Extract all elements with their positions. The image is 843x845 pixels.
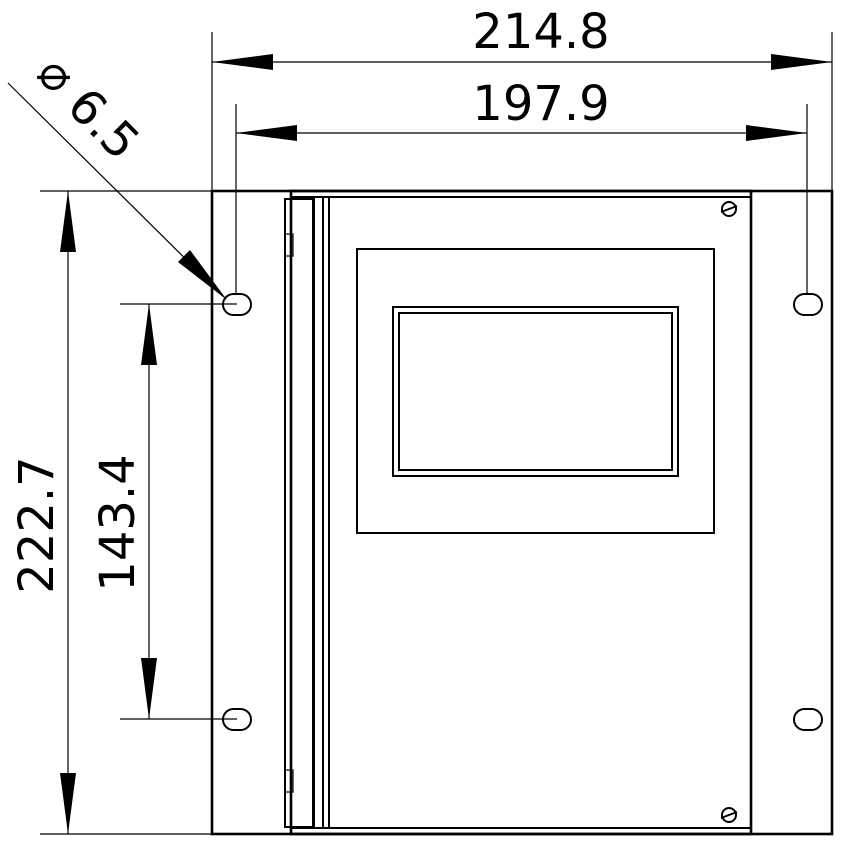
door-screw-bottom xyxy=(720,807,738,823)
display-screen-outer xyxy=(392,306,679,477)
dimension-hole-spacing-horizontal: 197.9 xyxy=(235,76,808,294)
display-window-outer xyxy=(356,248,715,534)
dimension-hole-spacing-vertical: 143.4 xyxy=(90,303,237,720)
display-screen-inner xyxy=(398,312,673,471)
mounting-plate xyxy=(210,189,834,836)
hinge xyxy=(284,197,330,828)
hole-diameter-label: 6.5 xyxy=(56,77,150,171)
overall-width-label: 214.8 xyxy=(472,4,609,60)
dimension-hole-diameter: ⌀ 6.5 xyxy=(7,45,227,300)
dimension-overall-width: 214.8 xyxy=(211,4,833,191)
door-screw-top xyxy=(720,201,738,217)
mounting-hole-top-right xyxy=(793,293,823,316)
hole-spacing-horizontal-label: 197.9 xyxy=(472,76,609,132)
enclosure xyxy=(284,189,753,836)
mounting-hole-bottom-right xyxy=(793,708,823,731)
enclosure-outline xyxy=(289,189,753,836)
hole-spacing-vertical-label: 143.4 xyxy=(90,454,146,591)
overall-height-label: 222.7 xyxy=(9,456,65,593)
dimension-overall-height: 222.7 xyxy=(9,190,212,835)
